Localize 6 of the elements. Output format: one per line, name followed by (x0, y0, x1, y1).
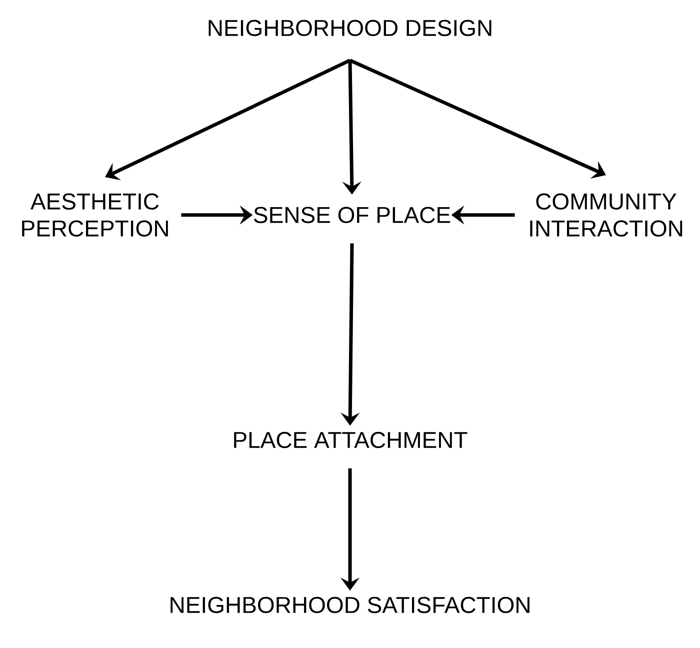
concept-label: SENSE OF PLACE (254, 206, 450, 224)
concept-label: NEIGHBORHOOD DESIGN (208, 20, 492, 36)
concept-label: COMMUNITY INTERACTION (530, 193, 682, 237)
concept-label: AESTHETIC PERCEPTION (22, 193, 168, 237)
concept-label: NEIGHBORHOOD SATISFACTION (170, 596, 530, 614)
concept-label: PLACE ATTACHMENT (234, 432, 468, 448)
